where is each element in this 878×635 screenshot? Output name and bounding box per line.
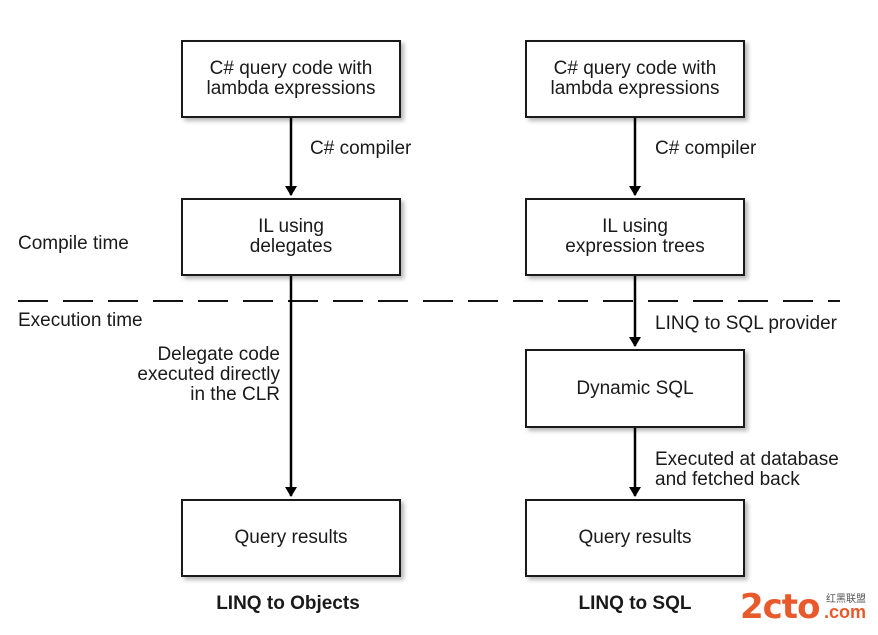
left-clr-label: Delegate code executed directly in the C… [137, 344, 280, 405]
right-il-expression-trees-box: IL using expression trees [525, 198, 745, 276]
right-database-label: Executed at database and fetched back [655, 449, 839, 490]
left-compiler-label: C# compiler [310, 138, 412, 159]
right-compiler-label: C# compiler [655, 138, 757, 159]
left-il-delegates-box: IL using delegates [181, 198, 401, 276]
left-query-results-box: Query results [181, 499, 401, 577]
left-caption: LINQ to Objects [216, 593, 360, 614]
compile-time-label: Compile time [18, 233, 129, 254]
right-query-results-box: Query results [525, 499, 745, 577]
right-caption: LINQ to SQL [578, 593, 692, 614]
execution-time-label: Execution time [18, 310, 143, 331]
left-query-code-box: C# query code with lambda expressions [181, 40, 401, 118]
right-query-code-box: C# query code with lambda expressions [525, 40, 745, 118]
watermark-logo: 2cto 红黑联盟 .com [740, 587, 867, 627]
right-provider-label: LINQ to SQL provider [655, 313, 837, 334]
right-dynamic-sql-box: Dynamic SQL [525, 349, 745, 428]
